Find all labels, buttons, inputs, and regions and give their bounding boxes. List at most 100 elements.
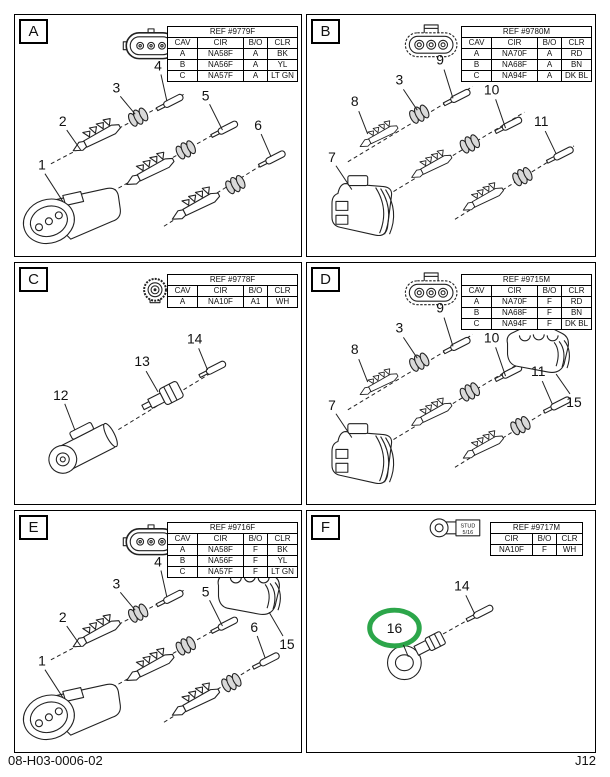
callout-label: 11 — [531, 363, 546, 379]
callout-label: 7 — [328, 149, 336, 165]
table-cell: NA70F — [491, 48, 538, 60]
table-cell: NA58F — [197, 544, 244, 556]
table-cell: NA94F — [491, 318, 538, 330]
table-cell: A — [167, 48, 198, 60]
table-cell: DK BL — [561, 318, 592, 330]
callout-label: 4 — [154, 58, 162, 74]
ref-table: REF #9780M CAV CIR B/O CLR A NA70F A RD … — [461, 26, 592, 82]
cavity-plug — [155, 92, 185, 113]
ref-table: REF #9715M CAV CIR B/O CLR A NA70F F RD … — [461, 274, 592, 330]
table-cell: F — [532, 544, 557, 556]
table-cell: WH — [556, 544, 583, 556]
callout-label: 9 — [436, 300, 444, 316]
table-cell: A — [243, 59, 268, 71]
panel-f-letter: F — [311, 515, 340, 540]
table-header-cell: CIR — [491, 37, 538, 49]
table-cell: NA58F — [197, 48, 244, 60]
leader-line — [119, 96, 136, 115]
ref-number: REF #9778F — [167, 274, 298, 286]
leader-line — [358, 111, 369, 135]
callout-label: 8 — [351, 93, 359, 109]
callout-label: 11 — [534, 113, 549, 129]
leader-line — [260, 133, 272, 158]
cavity-plug — [257, 149, 287, 170]
table-header-cell: B/O — [243, 533, 268, 545]
cavity-plug — [209, 119, 240, 140]
table-cell: C — [461, 70, 492, 82]
ref-table: REF #9779F CAV CIR B/O CLR A NA58F A BK … — [167, 26, 298, 82]
table-cell: C — [167, 566, 198, 578]
cavity-plug — [251, 651, 281, 672]
table-cell: RD — [561, 48, 592, 60]
cable-seal — [457, 132, 483, 156]
callout-label: 1 — [38, 157, 46, 173]
table-cell: A — [243, 70, 268, 82]
table-header-cell: B/O — [532, 533, 557, 545]
leader-line — [160, 74, 168, 102]
leader-line — [256, 635, 266, 658]
table-header-cell: CIR — [197, 533, 244, 545]
table-cell: F — [243, 566, 268, 578]
table-cell: B — [167, 555, 198, 567]
cavity-plug — [464, 603, 495, 624]
leader-line — [209, 600, 223, 627]
table-cell: NA68F — [491, 307, 538, 319]
leader-line — [555, 373, 571, 395]
cable-seal — [173, 634, 199, 658]
connector-face-icon — [143, 277, 167, 304]
ref-number: REF #9715M — [461, 274, 592, 286]
leader-line — [119, 592, 136, 611]
table-header-cell: CLR — [561, 37, 592, 49]
callout-label: 6 — [250, 619, 258, 635]
table-cell: A — [461, 296, 492, 308]
ref-number: REF #9716F — [167, 522, 298, 534]
table-cell: C — [461, 318, 492, 330]
panel-e-letter: E — [19, 515, 48, 540]
table-header-cell: CAV — [461, 37, 492, 49]
panel-a: A — [14, 14, 302, 257]
wire-terminal — [354, 117, 400, 150]
callout-label: 2 — [59, 113, 67, 129]
table-cell: BK — [267, 48, 298, 60]
table-cell: A1 — [243, 296, 268, 308]
table-cell: NA56F — [197, 59, 244, 71]
callout-label: 10 — [484, 329, 500, 345]
stud-label: STUD — [460, 523, 475, 529]
panel-b: B — [306, 14, 596, 257]
cable-seal — [508, 413, 533, 438]
page-footer: 08-H03-0006-02 J12 — [8, 753, 596, 768]
panel-c-letter: C — [19, 267, 48, 292]
table-cell: C — [167, 70, 198, 82]
cable-seal — [406, 102, 432, 126]
table-cell: B — [167, 59, 198, 71]
panel-d-diagram: 7 8 3 9 10 11 15 — [328, 272, 582, 485]
table-cell: F — [537, 318, 562, 330]
table-cell: A — [461, 48, 492, 60]
table-cell: LT GN — [267, 566, 298, 578]
callout-label: 5 — [202, 87, 210, 103]
callout-label: 14 — [187, 330, 203, 346]
leader-line — [495, 347, 507, 377]
callout-label: 4 — [154, 554, 162, 570]
callout-label: 3 — [112, 79, 120, 95]
panel-b-letter: B — [311, 19, 340, 44]
callout-label: 7 — [328, 397, 336, 413]
callout-label: 3 — [396, 319, 404, 335]
table-cell: NA56F — [197, 555, 244, 567]
table-header-cell: B/O — [243, 37, 268, 49]
callout-label: 16 — [387, 620, 403, 636]
wire-terminal — [354, 365, 400, 398]
leader-line — [495, 99, 507, 129]
cavity-plug — [442, 335, 472, 356]
table-cell: F — [537, 307, 562, 319]
panel-a-diagram: 1 2 3 4 5 6 — [17, 28, 287, 251]
table-cell: A — [537, 59, 562, 71]
connector-body — [331, 423, 395, 485]
wire-terminal — [119, 643, 176, 685]
leader-line — [66, 129, 82, 151]
terminal-with-seal — [141, 381, 184, 411]
wire-terminal — [405, 394, 454, 429]
stud-size-label: 5/16 — [463, 530, 474, 536]
panel-d-letter: D — [311, 267, 340, 292]
table-header-cell: CLR — [556, 533, 583, 545]
